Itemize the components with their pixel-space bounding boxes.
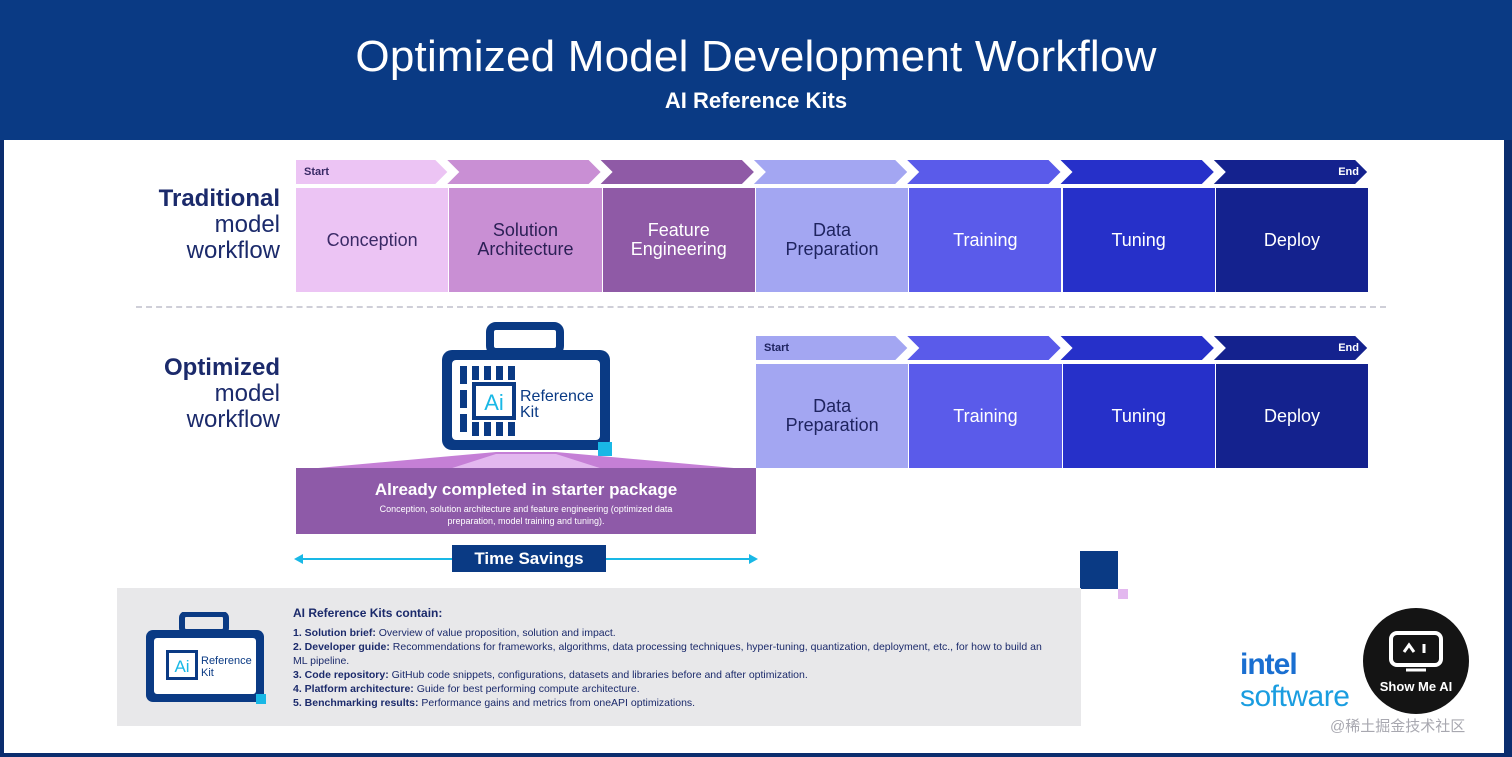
page-title: Optimized Model Development Workflow	[355, 32, 1157, 81]
info-list-item: 1. Solution brief: Overview of value pro…	[293, 626, 1053, 640]
info-item-text: Recommendations for frameworks, algorith…	[293, 641, 1042, 667]
optimized-row-label: Optimized model workflow	[80, 355, 280, 433]
traditional-label-line2: model	[214, 211, 280, 238]
starter-package-box: Already completed in starter package Con…	[296, 468, 756, 534]
workflow-step-solution-architecture: Solution Architecture	[449, 188, 602, 292]
decor-square-blue	[1080, 551, 1118, 589]
info-item-text: Overview of value proposition, solution …	[375, 627, 616, 639]
header-band: Optimized Model Development Workflow AI …	[0, 0, 1512, 140]
info-item-title: 1. Solution brief:	[293, 627, 376, 639]
workflow-step-tuning: Tuning	[1062, 364, 1215, 468]
arrow-chevron	[756, 336, 908, 360]
arrow-chevron	[1060, 160, 1214, 184]
optimized-end-label: End	[1338, 342, 1359, 354]
optimized-label-line3: workflow	[186, 406, 280, 433]
info-item-title: 2. Developer guide:	[293, 641, 390, 653]
info-item-text: Performance gains and metrics from oneAP…	[418, 697, 696, 709]
arrow-chevron	[753, 160, 908, 184]
arrow-chevron	[907, 160, 1061, 184]
trad-arrows-chevrons	[296, 160, 1368, 184]
reference-kit-icon: Ai Reference Kit	[442, 322, 612, 456]
intel-logo-text: intel	[1240, 648, 1298, 681]
info-item-title: 4. Platform architecture:	[293, 683, 414, 695]
workflow-step-data-preparation: Data Preparation	[756, 364, 909, 468]
arrow-chevron	[600, 160, 754, 184]
page-subtitle: AI Reference Kits	[664, 88, 848, 113]
traditional-label-bold: Traditional	[158, 185, 280, 212]
starter-connector	[296, 452, 756, 470]
info-item-title: 3. Code repository:	[293, 669, 389, 681]
traditional-start-label: Start	[304, 166, 330, 178]
info-list-item: 4. Platform architecture: Guide for best…	[293, 682, 1053, 696]
traditional-arrow-strip: Start End	[296, 160, 1369, 184]
watermark-badge	[1363, 608, 1469, 714]
optimized-start-label: Start	[764, 342, 790, 354]
arrow-chevron	[1213, 336, 1368, 360]
info-list-item: 2. Developer guide: Recommendations for …	[293, 640, 1053, 668]
workflow-step-data-preparation: Data Preparation	[755, 188, 909, 292]
info-list-item: 3. Code repository: GitHub code snippets…	[293, 668, 1053, 682]
arrow-chevron	[907, 336, 1061, 360]
arrow-chevron	[447, 160, 601, 184]
info-kit-line1-text: Reference	[201, 655, 252, 667]
kit-line1-text: Reference	[520, 388, 594, 405]
traditional-end-label: End	[1338, 166, 1359, 178]
robot-icon	[1389, 631, 1443, 672]
optimized-label-bold: Optimized	[163, 354, 280, 381]
kit-ai-text: Ai	[484, 390, 504, 415]
optimized-arrow-strip: Start End	[756, 336, 1369, 360]
info-list: 1. Solution brief: Overview of value pro…	[293, 626, 1053, 710]
optimized-label-line2: model	[214, 380, 280, 407]
info-item-text: GitHub code snippets, configurations, da…	[388, 669, 808, 681]
kit-line2-text: Kit	[520, 404, 539, 421]
traditional-row-label: Traditional model workflow	[80, 186, 280, 264]
watermark-badge-text: Show Me AI	[1379, 679, 1453, 694]
info-box	[117, 588, 1081, 726]
workflow-step-training: Training	[909, 188, 1062, 292]
arrow-chevron	[1060, 336, 1214, 360]
info-list-item: 5. Benchmarking results: Performance gai…	[293, 696, 1053, 710]
info-kit-line2-text: Kit	[201, 667, 214, 679]
opt-arrows-chevrons	[756, 336, 1368, 360]
starter-title: Already completed in starter package	[374, 480, 678, 499]
workflow-step-training: Training	[909, 364, 1062, 468]
decor-square-pink	[1118, 589, 1128, 599]
traditional-label-line3: workflow	[186, 237, 280, 264]
info-kit-ai-text: Ai	[174, 657, 189, 676]
info-item-title: 5. Benchmarking results:	[293, 697, 419, 709]
info-item-text: Guide for best performing compute archit…	[413, 683, 640, 695]
workflow-step-deploy: Deploy	[1215, 188, 1369, 292]
workflow-step-deploy: Deploy	[1215, 364, 1369, 468]
software-logo-text: software	[1240, 680, 1350, 713]
arrow-chevron	[296, 160, 448, 184]
row-divider	[136, 306, 1386, 308]
watermark-site-text: @稀土掘金技术社区	[1330, 718, 1466, 735]
arrow-chevron	[1213, 160, 1368, 184]
starter-desc: Conception, solution architecture and fe…	[379, 504, 673, 526]
workflow-step-conception: Conception	[296, 188, 449, 292]
time-savings-label: Time Savings	[452, 545, 606, 572]
info-heading: AI Reference Kits contain:	[293, 606, 443, 620]
workflow-step-tuning: Tuning	[1062, 188, 1215, 292]
workflow-step-feature-engineering: Feature Engineering	[602, 188, 755, 292]
info-kit-icon: Ai Reference Kit	[146, 612, 266, 704]
